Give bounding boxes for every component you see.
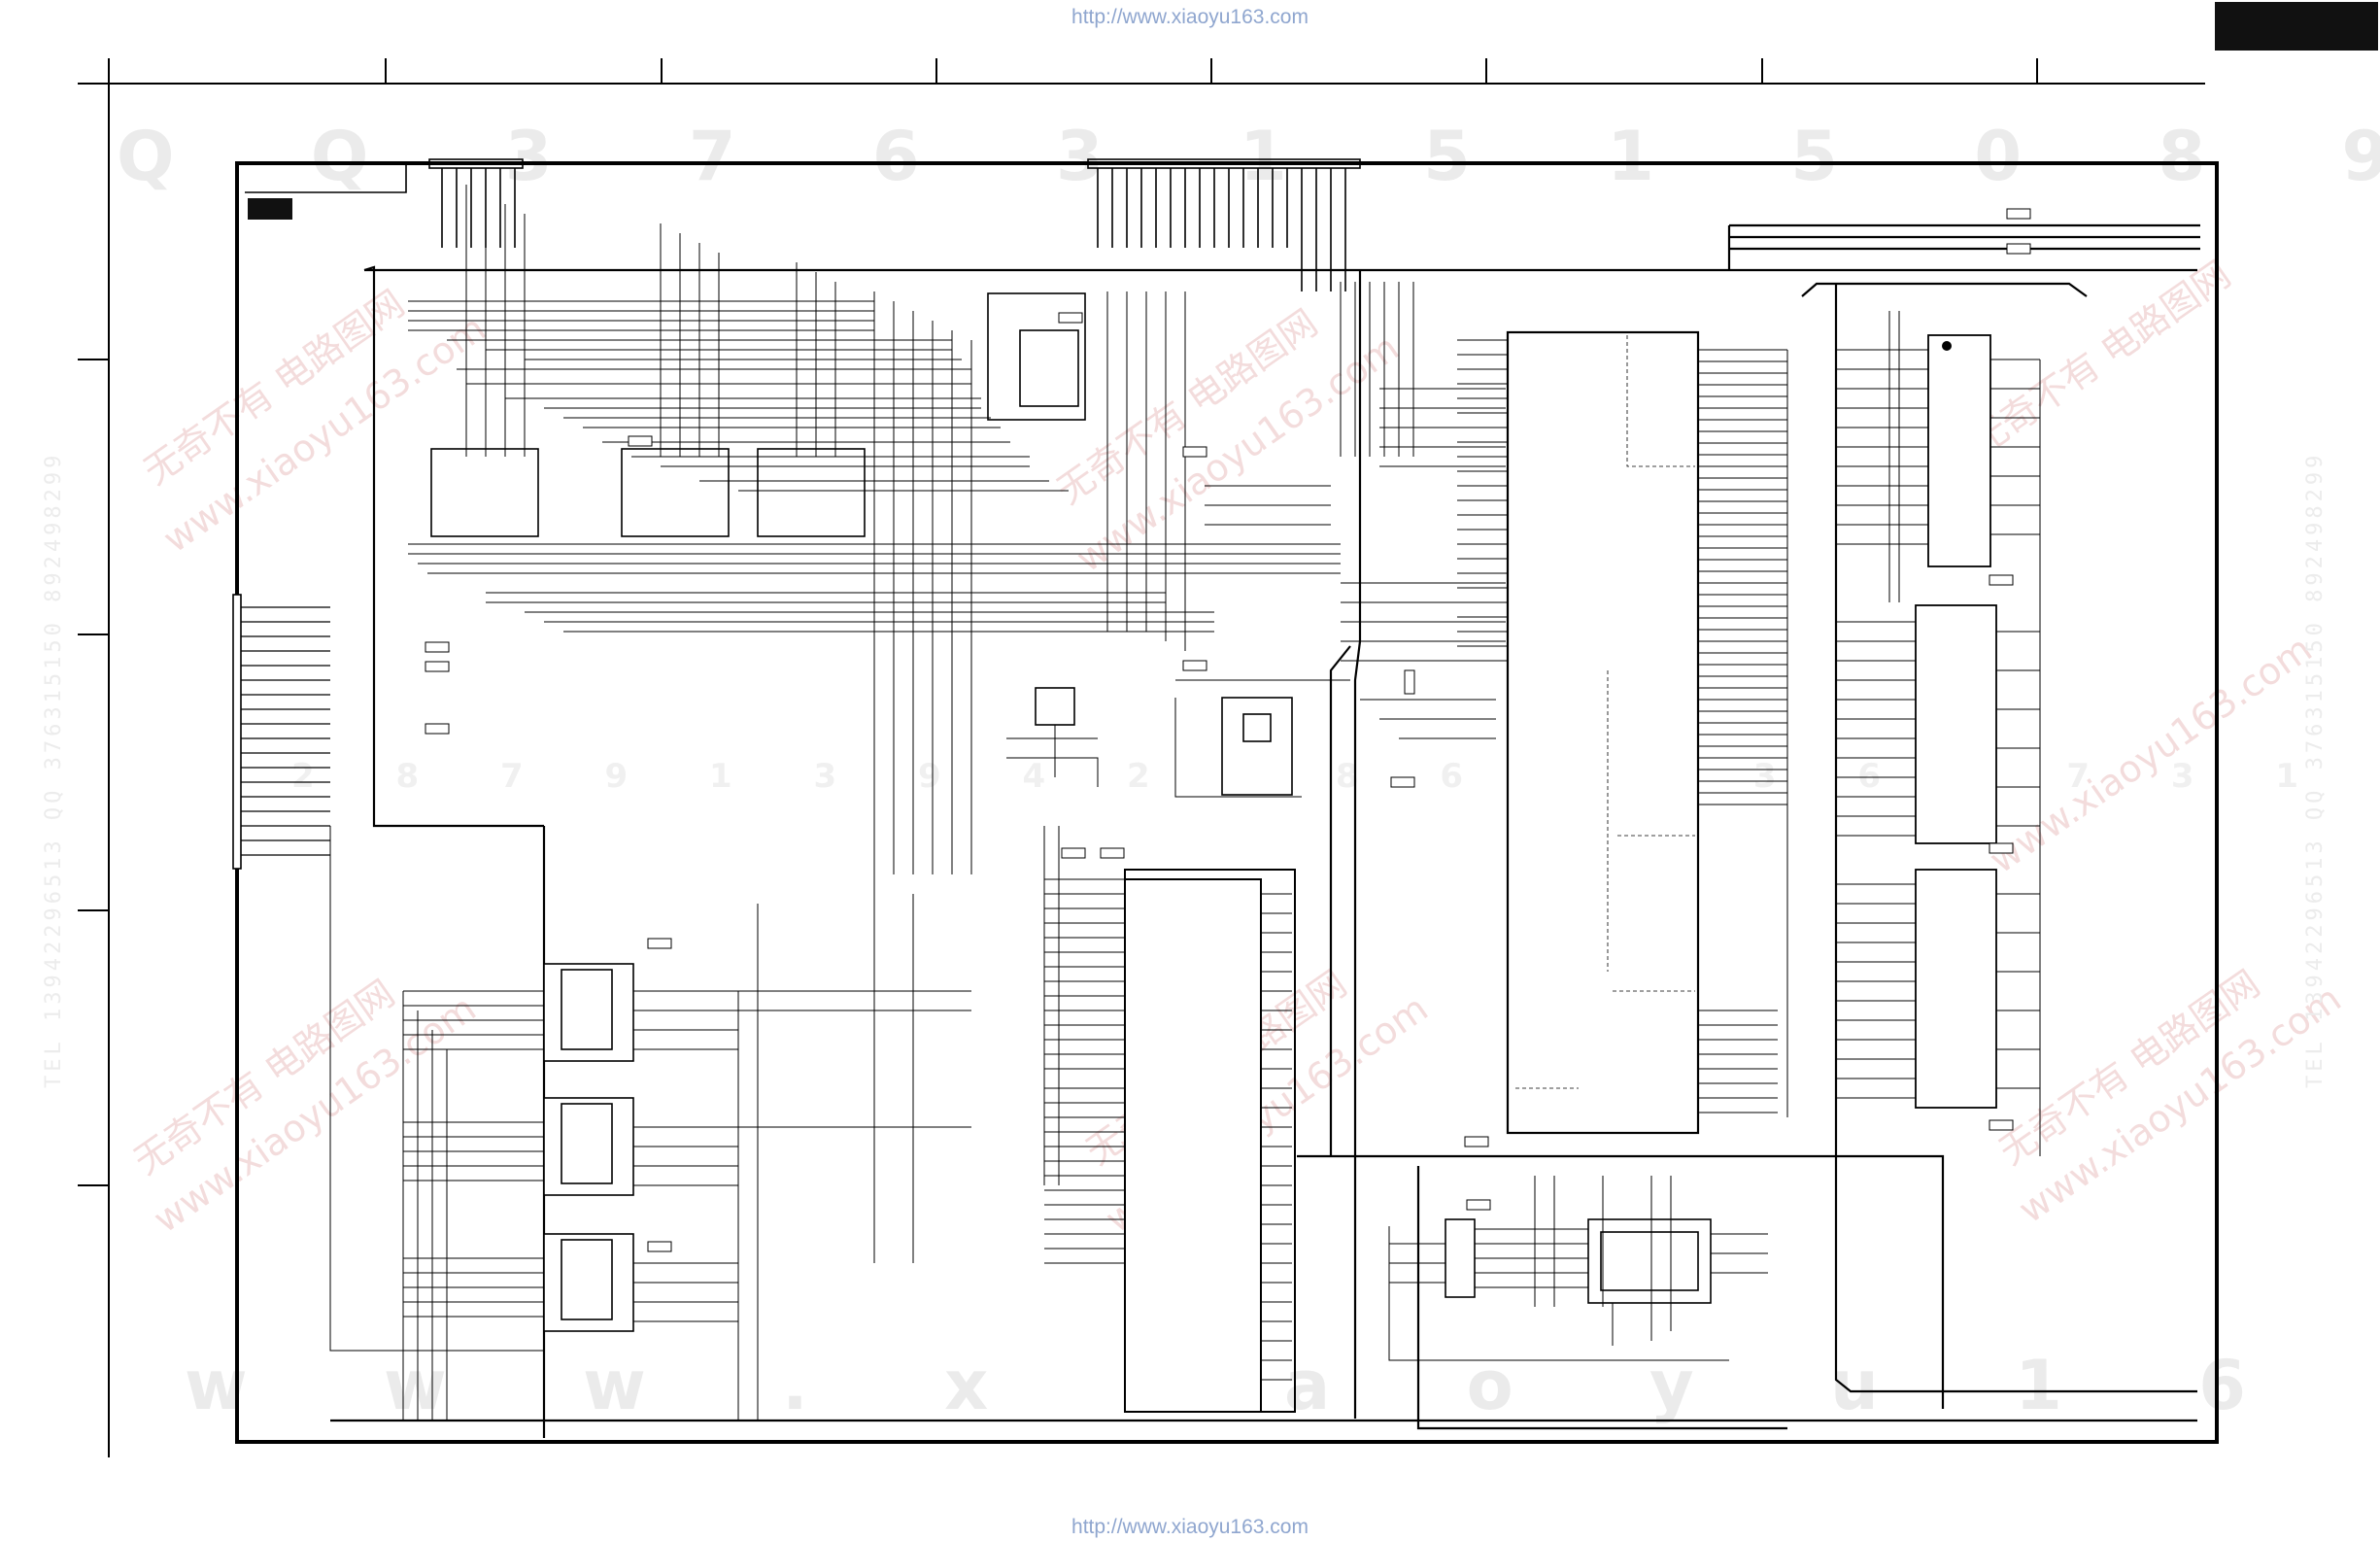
bottom-right-wiring	[1388, 1176, 1768, 1361]
memory-wiring	[1836, 311, 2041, 1156]
regulator-block	[1035, 687, 1293, 796]
watermark-side-left: TEL 13942296513 QQ 376315150 892498299	[42, 452, 66, 1088]
memory-ic-1	[1927, 334, 1991, 567]
switch-ic-4-core	[561, 969, 613, 1050]
watermark-diag-url-3: www.xiaoyu163.com	[1982, 627, 2320, 881]
switch-ic-1	[430, 448, 539, 537]
watermark-top-row: Q Q 3 7 6 3 1 5 1 5 0 8 9 2 4 0 8 2 9 9	[117, 117, 2380, 196]
lower-switch-blocks	[543, 963, 634, 1332]
memory-ic-3	[1915, 869, 1997, 1109]
main-cpu	[1457, 330, 1788, 1135]
connector-cn2	[1087, 158, 1361, 169]
memory-ic-2	[1915, 604, 1997, 844]
switch-ic-2	[621, 448, 730, 537]
left-edge-connector	[232, 594, 330, 870]
regulator-wiring	[1006, 679, 1496, 798]
watermark-side-right: TEL 13942296513 QQ 376315150 892498299	[2303, 452, 2328, 1088]
oscillator-ic	[1242, 713, 1272, 742]
upper-switch-blocks	[430, 292, 1086, 537]
watermark-bottom-row: w w w . x i a o y u 1 6 3 . c o m	[185, 1346, 2380, 1425]
page-tab-marker	[2215, 2, 2378, 51]
source-url-bottom[interactable]: http://www.xiaoyu163.com	[1071, 1516, 1309, 1538]
top-connectors	[245, 158, 1361, 291]
upper-wiring	[408, 185, 1506, 874]
regulator-ic	[1035, 687, 1075, 726]
switch-ic-3	[757, 448, 866, 537]
source-url-top[interactable]: http://www.xiaoyu163.com	[1071, 6, 1309, 28]
main-ic-large-bottom	[1043, 826, 1296, 1413]
oscillator-box	[1221, 697, 1293, 796]
driver-ic-core	[1600, 1231, 1699, 1291]
pin1-marker-dot	[1942, 341, 1952, 351]
memory-ic-group	[1915, 334, 1997, 1109]
switch-ic-6-core	[561, 1239, 613, 1320]
sub-circuit-ic	[1019, 329, 1079, 407]
lower-wiring	[329, 826, 971, 1421]
board-label-tag	[248, 198, 292, 220]
switch-ic-5-core	[561, 1103, 613, 1184]
reference-labels	[425, 208, 2031, 1252]
connector-cn1	[428, 158, 524, 169]
watermark-middle-row: 2 8 7 9 1 3 9 4 2 2 8 6 5 1 3 6 3 7 3 1 …	[291, 757, 2380, 796]
connector-cn3	[1445, 1218, 1476, 1298]
bottom-right-connector	[1445, 1218, 1712, 1304]
